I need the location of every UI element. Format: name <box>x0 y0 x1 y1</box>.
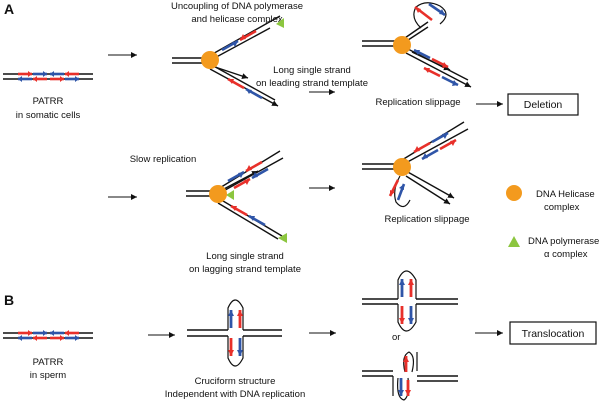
arrowhead-red <box>231 206 237 211</box>
arrowhead-blue <box>408 318 414 324</box>
arrowhead-red <box>28 71 32 77</box>
arrowhead-blue <box>452 80 458 86</box>
arrowhead-blue <box>422 153 428 159</box>
cruciform-label-2: Independent with DNA replication <box>165 389 305 400</box>
arrowhead-blue <box>75 76 79 82</box>
arrowhead-blue <box>246 89 252 94</box>
legend-helicase-label-1: DNA Helicase <box>536 189 595 200</box>
panel-label-b: B <box>4 292 14 308</box>
legend-helicase-label-2: complex <box>544 202 580 213</box>
lagging-strand-label-1: Long single strand <box>206 251 284 262</box>
arrowhead-blue <box>50 71 54 77</box>
arrowhead-blue <box>399 279 405 285</box>
patrr-sperm-duplex <box>3 330 93 341</box>
arrowhead-blue <box>50 330 54 336</box>
arrowhead-blue <box>43 71 47 77</box>
arrowhead-red <box>390 190 395 196</box>
arrowhead-blue <box>228 310 234 316</box>
cruciform-label-1: Cruciform structure <box>195 376 276 387</box>
cruciform-structure <box>187 299 282 367</box>
arrowhead-red <box>60 335 64 341</box>
patrr-sperm-label-1: PATRR <box>33 357 64 368</box>
arrowhead-red <box>28 330 32 336</box>
slippage-fork-bottom <box>362 121 469 208</box>
arrowhead-red <box>244 179 250 185</box>
arrowhead-red <box>415 7 421 13</box>
arrowhead-red <box>33 335 37 341</box>
arrowhead-red <box>228 79 234 84</box>
arrowhead-red <box>403 356 409 362</box>
arrowhead-red <box>408 279 414 285</box>
lagging-strand-label-2: on lagging strand template <box>189 264 301 275</box>
legend-polymerase-icon <box>508 236 520 247</box>
patrr-somatic-label-2: in somatic cells <box>16 110 81 121</box>
helicase-circle <box>201 51 219 69</box>
arrowhead-red <box>450 140 456 146</box>
legend-polymerase-label-2: α complex <box>544 249 588 260</box>
uncoupling-label-1: Uncoupling of DNA polymerase <box>171 1 303 12</box>
translocation-label: Translocation <box>522 328 585 340</box>
arrowhead-red <box>60 76 64 82</box>
arrowhead-blue <box>399 184 404 190</box>
arrowhead-red <box>414 146 420 152</box>
patrr-somatic-duplex <box>3 71 93 82</box>
patrr-sperm-label-2: in sperm <box>30 370 67 381</box>
slippage-top-label: Replication slippage <box>375 97 460 108</box>
arrowhead-blue <box>232 41 238 47</box>
slow-replication-fork <box>186 150 287 243</box>
arrowhead-blue <box>75 335 79 341</box>
leading-strand-label-1: Long single strand <box>273 65 351 76</box>
arrowhead-blue <box>238 172 244 178</box>
outcome-structure-top <box>362 270 458 332</box>
arrowhead-red <box>65 71 69 77</box>
helicase-circle-slip-bottom <box>393 158 411 176</box>
slippage-bottom-label: Replication slippage <box>384 214 469 225</box>
panel-label-a: A <box>4 1 14 17</box>
deletion-label: Deletion <box>524 99 563 111</box>
polymerase-triangle-top <box>276 18 284 28</box>
patrr-somatic-label-1: PATRR <box>33 96 64 107</box>
outcome-structure-bottom <box>362 351 458 401</box>
arrowhead-blue <box>43 330 47 336</box>
polymerase-triangle-slow <box>226 190 234 200</box>
legend-polymerase-label-1: DNA polymerase <box>528 236 599 247</box>
arrowhead-blue <box>252 172 258 178</box>
arrowhead-red <box>424 68 430 73</box>
arrowhead-blue <box>439 9 445 15</box>
or-label: or <box>392 332 400 343</box>
slow-replication-label: Slow replication <box>130 154 197 165</box>
helicase-circle-slip-top <box>393 36 411 54</box>
arrowhead-red <box>246 165 252 171</box>
legend: DNA Helicase complex DNA polymerase α co… <box>506 185 599 260</box>
helicase-circle-slow <box>209 185 227 203</box>
arrowhead-blue <box>249 216 255 221</box>
legend-helicase-icon <box>506 185 522 201</box>
deletion-box <box>507 93 579 116</box>
arrowhead-blue <box>442 133 448 139</box>
uncoupling-label-2: and helicase complex <box>191 14 283 25</box>
arrowhead-red <box>33 76 37 82</box>
arrowhead-blue <box>18 335 22 341</box>
leading-strand-label-2: on leading strand template <box>256 78 368 89</box>
arrowhead-red <box>405 390 411 396</box>
arrowhead-red <box>228 350 234 356</box>
uncoupling-fork <box>172 15 284 107</box>
translocation-box <box>509 321 597 345</box>
arrowhead-red <box>399 318 405 324</box>
arrowhead-blue <box>237 350 243 356</box>
slippage-fork-top <box>362 2 472 88</box>
arrowhead-red <box>240 34 246 40</box>
arrowhead-red <box>237 310 243 316</box>
arrowhead-red <box>442 62 448 68</box>
polymerase-triangle-lagging <box>278 233 287 243</box>
arrowhead-red <box>65 330 69 336</box>
arrowhead-blue <box>18 76 22 82</box>
arrowhead-blue <box>398 390 404 396</box>
arrowhead-blue <box>414 50 420 55</box>
